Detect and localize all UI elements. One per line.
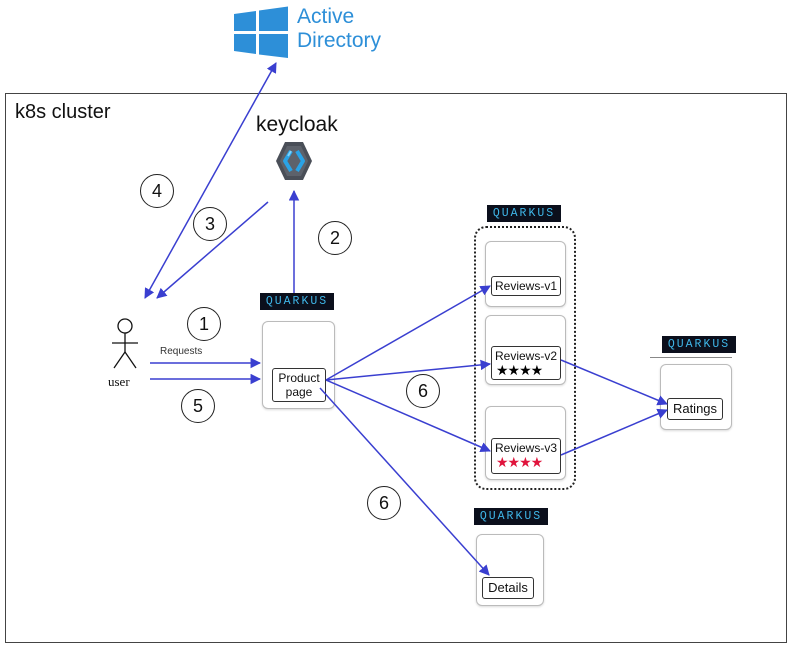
ratings-label: Ratings <box>667 398 723 420</box>
productpage-line2: page <box>285 385 313 399</box>
reviews-v1-label: Reviews-v1 <box>491 276 561 296</box>
requests-label: Requests <box>160 346 203 357</box>
step-6-marker-details: 6 <box>367 486 401 520</box>
step-2-marker: 2 <box>318 221 352 255</box>
active-directory-line1: Active <box>297 5 355 28</box>
active-directory-label: Active Directory <box>297 5 381 53</box>
reviews-v1-service <box>485 241 566 307</box>
reviews-v3-label: Reviews-v3 ★★★★ <box>491 438 561 474</box>
reviews-v2-stars: ★★★★ <box>496 362 543 378</box>
step-1-marker: 1 <box>187 307 221 341</box>
step-4-marker: 4 <box>140 174 174 208</box>
quarkus-badge-details: QUARKUS <box>474 508 548 525</box>
step-6-marker-reviews: 6 <box>406 374 440 408</box>
step-3-marker: 3 <box>193 207 227 241</box>
reviews-v3-title: Reviews-v3 <box>494 441 557 455</box>
windows-logo-icon <box>234 6 288 58</box>
productpage-label: Product page <box>272 368 326 402</box>
step-5-marker: 5 <box>181 389 215 423</box>
reviews-v3-stars: ★★★★ <box>496 454 543 470</box>
user-icon <box>112 318 138 369</box>
details-label: Details <box>482 577 534 599</box>
k8s-cluster-boundary <box>5 93 787 643</box>
active-directory-line2: Directory <box>297 29 382 52</box>
ratings-service <box>660 364 732 430</box>
ratings-divider <box>650 357 732 358</box>
reviews-v2-title: Reviews-v2 <box>494 349 557 363</box>
user-label: user <box>108 374 130 389</box>
keycloak-label: keycloak <box>256 113 338 136</box>
quarkus-badge-productpage: QUARKUS <box>260 293 334 310</box>
cluster-label: k8s cluster <box>15 101 111 123</box>
keycloak-icon <box>276 142 312 180</box>
productpage-line1: Product <box>278 371 320 385</box>
quarkus-badge-reviews: QUARKUS <box>487 205 561 222</box>
reviews-v2-label: Reviews-v2 ★★★★ <box>491 346 561 380</box>
quarkus-badge-ratings: QUARKUS <box>662 336 736 353</box>
